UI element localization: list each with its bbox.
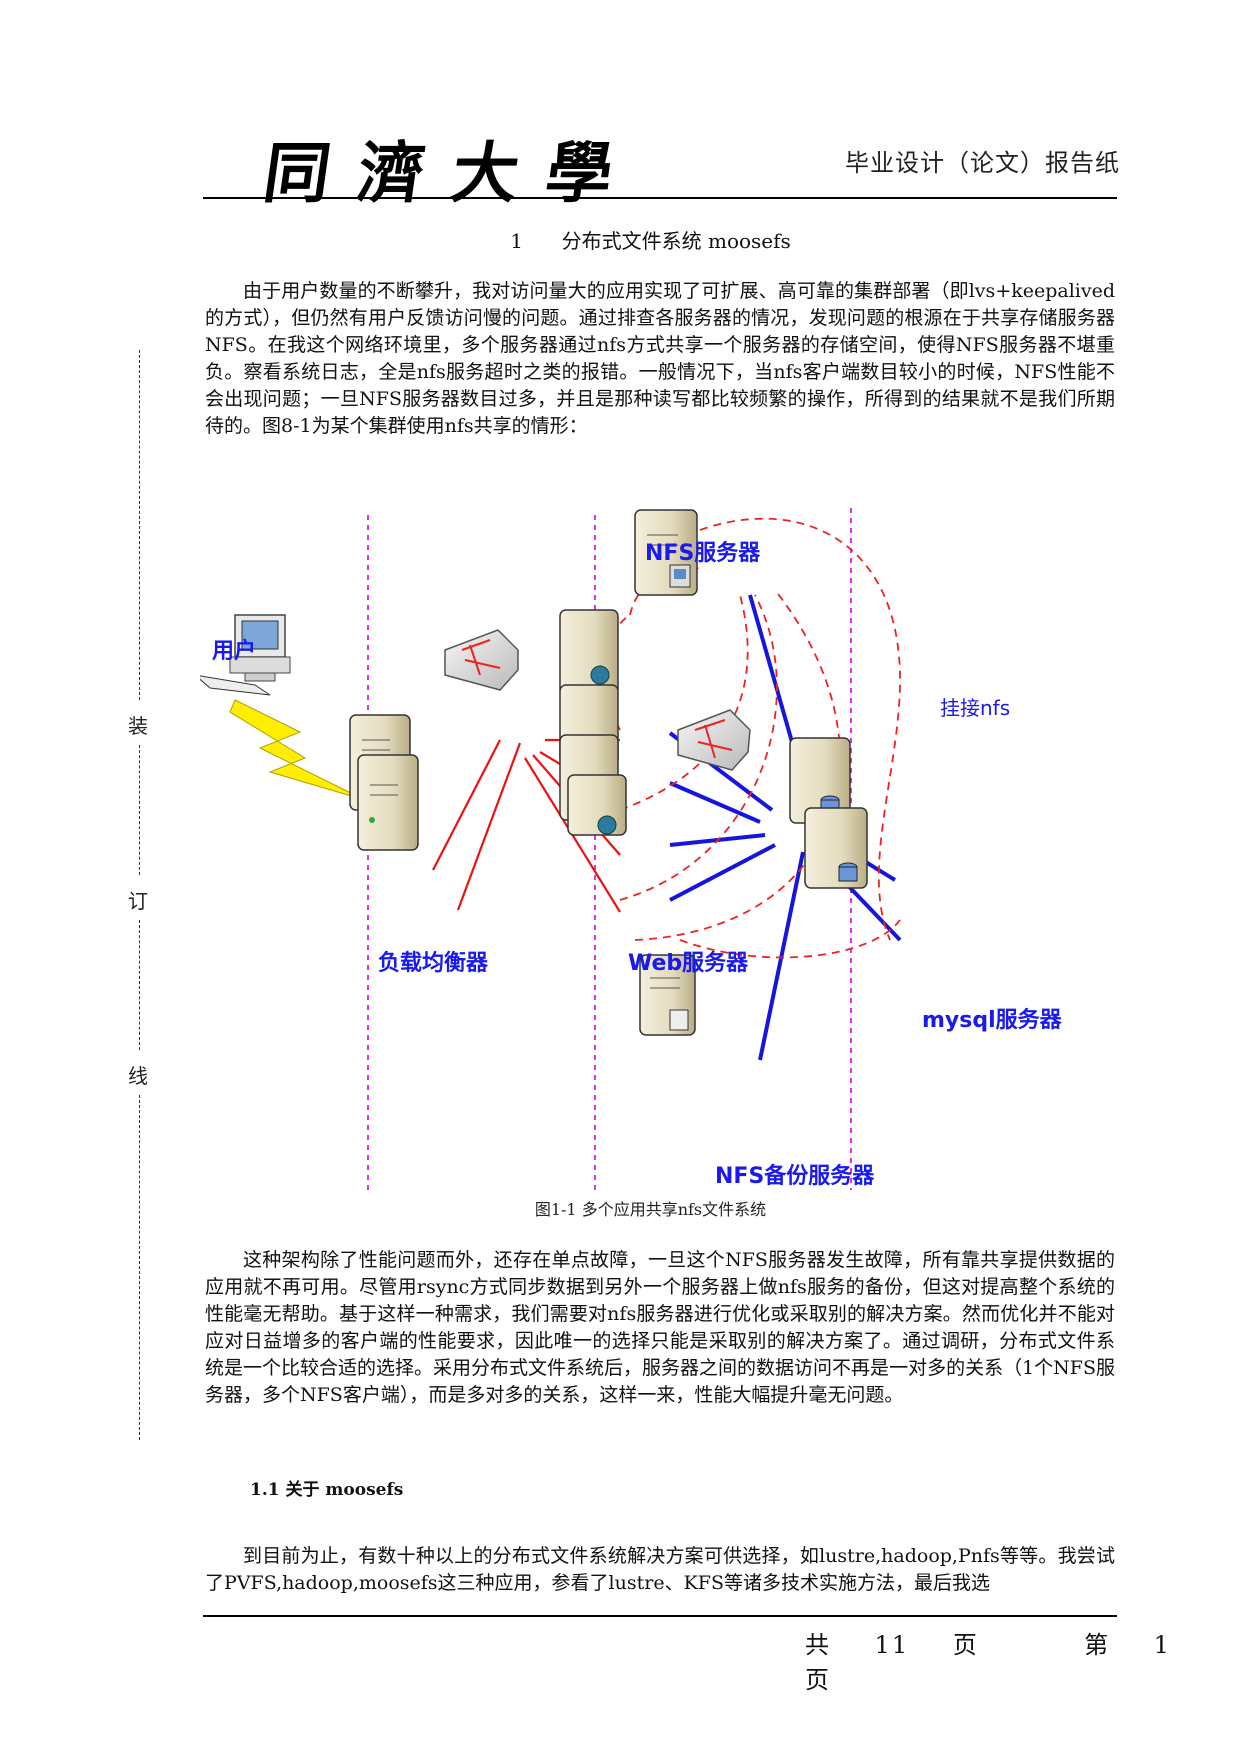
nfs-backup-server-icon xyxy=(639,954,696,1036)
section-title: 分布式文件系统 moosefs xyxy=(561,229,791,253)
user-computer-icon xyxy=(200,614,291,696)
paragraph-text: 到目前为止，有数十种以上的分布式文件系统解决方案可供选择，如lustre,had… xyxy=(205,1545,1115,1594)
footer-page-prefix: 第 xyxy=(1084,1631,1111,1659)
wireless-link-icon xyxy=(229,699,366,801)
footer-page-number: 1 xyxy=(1153,1631,1172,1659)
label-nfs-server: NFS服务器 xyxy=(645,541,761,566)
subsection-heading: 1.1 关于 moosefs xyxy=(250,1475,403,1500)
binding-char-xian: 线 xyxy=(128,1064,148,1088)
switch-center-icon xyxy=(677,709,751,771)
label-mysql-server: mysql服务器 xyxy=(922,1008,1062,1033)
paragraph-text: 由于用户数量的不断攀升，我对访问量大的应用实现了可扩展、高可靠的集群部署（即lv… xyxy=(205,280,1115,437)
paper-type-title: 毕业设计（论文）报告纸 xyxy=(845,149,1120,177)
footer-total-suffix: 页 xyxy=(952,1631,979,1659)
footer-total-pages: 11 xyxy=(874,1631,910,1659)
binding-line: 装 订 线 xyxy=(128,350,148,1440)
mysql-server-icons xyxy=(789,737,868,889)
footer-rule xyxy=(203,1615,1117,1617)
binding-char-zhuang: 装 xyxy=(128,714,148,738)
footer-total-prefix: 共 xyxy=(805,1631,831,1659)
tongji-logo: 同濟大學 xyxy=(258,134,646,212)
label-nfs-backup: NFS备份服务器 xyxy=(715,1164,875,1189)
label-web-server: Web服务器 xyxy=(628,951,749,976)
binding-char-ding: 订 xyxy=(128,889,148,913)
page-counter: 共 11 页 第 1 页 xyxy=(805,1625,1241,1695)
load-balancer-server-icon xyxy=(349,714,419,851)
analysis-paragraph: 这种架构除了性能问题而外，还存在单点故障，一旦这个NFS服务器发生故障，所有靠共… xyxy=(205,1247,1115,1409)
network-diagram xyxy=(200,508,902,1190)
moosefs-paragraph: 到目前为止，有数十种以上的分布式文件系统解决方案可供选择，如lustre,had… xyxy=(205,1543,1115,1597)
switch-left-icon xyxy=(444,629,519,691)
nfs-server-icon xyxy=(634,509,698,596)
web-server-icons xyxy=(559,609,627,836)
header-rule xyxy=(203,197,1117,199)
section-number: 1 xyxy=(510,229,523,253)
label-user: 用户 xyxy=(212,639,257,664)
subsection-number: 1.1 xyxy=(250,1480,280,1500)
label-load-balancer: 负载均衡器 xyxy=(378,951,489,976)
label-mount-nfs: 挂接nfs xyxy=(940,696,1011,720)
section-heading: 1 分布式文件系统 moosefs xyxy=(0,225,1241,254)
figure-caption: 图1-1 多个应用共享nfs文件系统 xyxy=(534,1200,767,1219)
paragraph-text: 这种架构除了性能问题而外，还存在单点故障，一旦这个NFS服务器发生故障，所有靠共… xyxy=(205,1249,1115,1406)
footer-page-suffix: 页 xyxy=(805,1666,831,1694)
subsection-title: 关于 moosefs xyxy=(285,1480,404,1500)
intro-paragraph: 由于用户数量的不断攀升，我对访问量大的应用实现了可扩展、高可靠的集群部署（即lv… xyxy=(205,278,1115,440)
